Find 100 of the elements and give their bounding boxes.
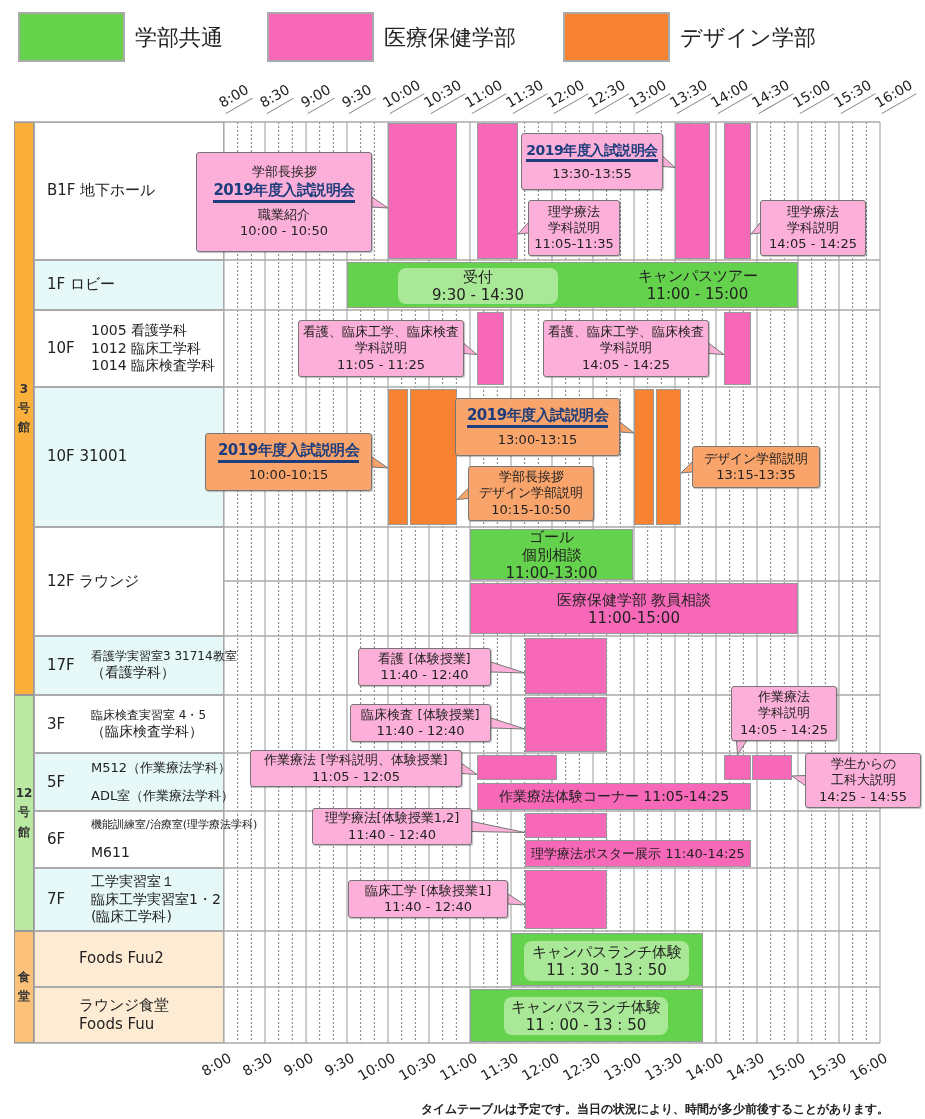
room-name: 10F 31001	[47, 447, 128, 467]
event-bar	[347, 262, 798, 308]
time-tick-label: 9:30	[338, 79, 377, 114]
room-name: ADL室（作業療法学科）	[91, 787, 235, 805]
callout-text: 14:25 - 14:55	[819, 788, 907, 805]
callout-box	[205, 433, 372, 491]
callout-text: 学科説明	[548, 219, 600, 237]
callout-text: 職業紹介	[258, 207, 310, 224]
callout-tail	[461, 763, 478, 775]
footnote: タイムテーブルは予定です。当日の状況により、時間が多少前後することがあります。	[421, 1102, 889, 1116]
event-text: キャンパスランチ体験	[511, 998, 661, 1016]
event-text: 11:00-15:00	[588, 608, 680, 627]
callout-text: 14:05 - 14:25	[740, 721, 828, 738]
event-bar	[470, 989, 703, 1042]
callout-box	[298, 320, 464, 377]
building-band	[14, 122, 34, 695]
callout-box	[805, 753, 921, 808]
room-name: 1012 臨床工学科	[91, 339, 203, 358]
event-text: 個別相談	[521, 545, 582, 564]
callout-box	[196, 152, 372, 252]
callout-box	[692, 446, 820, 488]
event-bar	[634, 389, 654, 525]
building-name: 食堂	[17, 968, 31, 1005]
callout-tail	[490, 717, 526, 730]
event-bar	[388, 123, 457, 259]
callout-tail	[708, 343, 725, 355]
callout-box	[250, 750, 462, 787]
callout-text: 学科説明	[600, 340, 652, 357]
event-bar	[525, 870, 607, 929]
room-name: 12F ラウンジ	[47, 571, 140, 592]
room-name: 臨床検査実習室 4・5	[91, 707, 207, 723]
room-name: M512（作業療法学科）	[91, 759, 233, 777]
room-label-cell	[34, 310, 224, 387]
floor-label: 10F	[47, 338, 76, 360]
event-bar	[525, 697, 607, 752]
room-label-cell	[34, 868, 224, 931]
callout-tail	[680, 461, 693, 474]
callout-text: 学部長挨拶	[498, 469, 564, 486]
callout-text: 11:40 - 12:40	[384, 899, 472, 916]
callout-tail	[456, 488, 469, 500]
callout-text: 11:40 - 12:40	[376, 723, 465, 740]
callout-tail	[619, 421, 635, 434]
callout-tail	[791, 775, 806, 786]
event-bar	[752, 755, 792, 780]
callout-box	[350, 704, 491, 742]
callout-text: 作業療法	[758, 689, 810, 706]
callout-text: 11:40 - 12:40	[348, 826, 436, 843]
callout-text: 11:05 - 11:25	[337, 356, 425, 373]
callout-text: 臨床検査 [体験授業]	[361, 706, 480, 723]
room-name: 1005 看護学科	[91, 322, 189, 340]
callout-box	[348, 880, 508, 918]
legend-label: 学部共通	[135, 23, 223, 52]
room-name: Foods Fuu2	[79, 949, 164, 969]
event-text: 受付	[463, 268, 493, 286]
room-name: 看護学実習室3 31714教室	[91, 649, 237, 665]
callout-heading: 2019年度入試説明会	[213, 180, 355, 204]
event-label-box	[398, 268, 558, 304]
room-name: M611	[91, 843, 131, 862]
callout-tail	[471, 821, 526, 833]
callout-text: 学部長挨拶	[251, 164, 317, 181]
event-bar	[388, 389, 408, 525]
callout-box	[731, 686, 837, 741]
building-band	[14, 931, 34, 1043]
event-bar	[511, 933, 703, 986]
callout-tail	[507, 893, 526, 906]
room-label-cell	[34, 527, 224, 636]
event-text: 9:30 - 14:30	[432, 286, 524, 304]
building-name: 3号館	[17, 380, 31, 437]
callout-text: 臨床工学 [体験授業1]	[364, 882, 492, 899]
building-name: 12号館	[15, 785, 33, 841]
time-tick-label: 9:00	[280, 1049, 316, 1080]
callout-box	[760, 200, 866, 256]
callout-tail	[371, 196, 389, 209]
callout-box	[543, 320, 709, 377]
event-bar	[470, 529, 633, 580]
callout-text: 学生からの	[830, 756, 896, 773]
callout-text: 10:00 - 10:50	[240, 223, 328, 240]
event-text: 11 : 30 - 13 : 50	[546, 961, 667, 979]
time-tick-label: 8:30	[239, 1049, 275, 1080]
event-bar	[410, 389, 457, 525]
callout-box	[455, 398, 620, 456]
event-text: 作業療法体験コーナー 11:05-14:25	[498, 788, 730, 805]
callout-text: 工科大説明	[830, 772, 896, 789]
event-bar	[525, 638, 607, 694]
event-bar	[724, 312, 751, 385]
callout-tail	[490, 661, 526, 674]
callout-text: 10:15-10:50	[491, 501, 571, 518]
event-text: 理学療法ポスター展示 11:40-14:25	[531, 845, 745, 862]
time-tick-label: 8:00	[215, 79, 254, 114]
callout-heading: 2019年度入試説明会	[217, 440, 360, 464]
room-name: （看護学科）	[91, 664, 176, 682]
callout-text: 11:05-11:35	[534, 236, 614, 253]
callout-text: 14:05 - 14:25	[769, 236, 857, 253]
legend-label: 医療保健学部	[384, 23, 516, 52]
room-name: 機能訓練室/治療室(理学療法学科)	[91, 817, 258, 832]
callout-text: 学科説明	[758, 705, 810, 722]
event-bar	[525, 840, 751, 867]
floor-label: 3F	[47, 713, 67, 735]
time-tick-label: 9:30	[321, 1049, 357, 1080]
room-name: Foods Fuu	[79, 1015, 156, 1035]
